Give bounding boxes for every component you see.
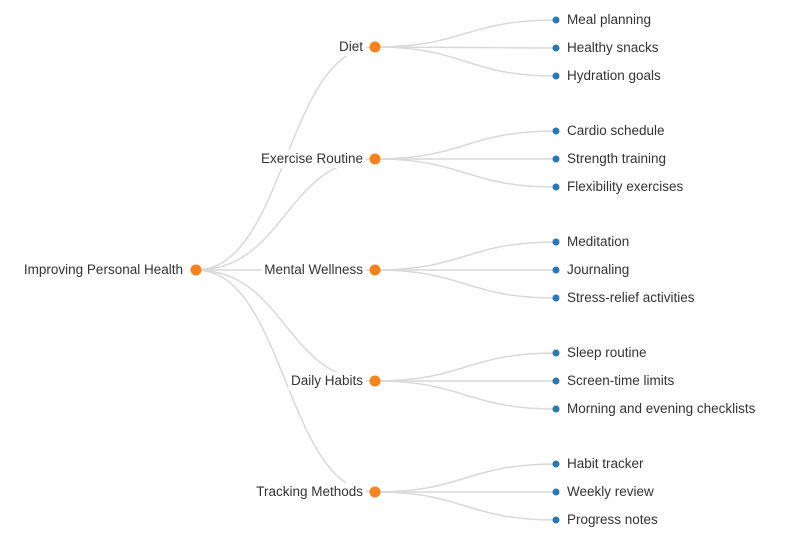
- link-exercise-routine-to-cardio-schedule: [374, 130, 557, 160]
- leaf-node-dot-progress-notes[interactable]: [552, 516, 560, 524]
- branch-label-exercise-routine[interactable]: Exercise Routine: [257, 150, 366, 168]
- leaf-label-morning-and-evening-checklists[interactable]: Morning and evening checklists: [564, 400, 759, 418]
- leaf-node-dot-flexibility-exercises[interactable]: [552, 183, 560, 191]
- link-mental-wellness-to-meditation: [374, 241, 557, 271]
- link-diet-to-healthy-snacks: [374, 46, 557, 49]
- branch-node-dot-exercise-routine[interactable]: [369, 153, 381, 165]
- leaf-label-flexibility-exercises[interactable]: Flexibility exercises: [564, 178, 687, 196]
- branch-label-diet[interactable]: Diet: [335, 38, 366, 56]
- link-tracking-methods-to-progress-notes: [374, 491, 557, 521]
- branch-node-dot-daily-habits[interactable]: [369, 375, 381, 387]
- leaf-label-sleep-routine[interactable]: Sleep routine: [564, 344, 650, 362]
- link-tracking-methods-to-habit-tracker: [374, 463, 557, 493]
- leaf-label-weekly-review[interactable]: Weekly review: [564, 483, 657, 501]
- link-exercise-routine-to-flexibility-exercises: [374, 158, 557, 188]
- link-diet-to-meal-planning: [374, 19, 557, 48]
- branch-label-tracking-methods[interactable]: Tracking Methods: [253, 483, 366, 501]
- link-mental-wellness-to-stress-relief-activities: [374, 269, 557, 299]
- leaf-label-cardio-schedule[interactable]: Cardio schedule: [564, 122, 668, 140]
- leaf-node-dot-cardio-schedule[interactable]: [552, 127, 560, 135]
- link-daily-habits-to-morning-and-evening-checklists: [374, 380, 557, 410]
- branch-label-mental-wellness[interactable]: Mental Wellness: [261, 261, 366, 279]
- leaf-label-meal-planning[interactable]: Meal planning: [564, 11, 655, 29]
- link-diet-to-hydration-goals: [374, 46, 557, 77]
- leaf-node-dot-strength-training[interactable]: [552, 155, 560, 163]
- link-root-to-daily-habits: [195, 269, 376, 382]
- leaf-node-dot-weekly-review[interactable]: [552, 488, 560, 496]
- link-root-to-exercise-routine: [195, 158, 376, 271]
- root-label-improving-personal-health[interactable]: Improving Personal Health: [20, 261, 186, 279]
- leaf-node-dot-meditation[interactable]: [552, 238, 560, 246]
- link-daily-habits-to-sleep-routine: [374, 352, 557, 382]
- leaf-node-dot-morning-and-evening-checklists[interactable]: [552, 405, 560, 413]
- leaf-label-journaling[interactable]: Journaling: [564, 261, 633, 279]
- leaf-label-healthy-snacks[interactable]: Healthy snacks: [564, 39, 662, 57]
- branch-label-daily-habits[interactable]: Daily Habits: [287, 372, 366, 390]
- leaf-label-stress-relief-activities[interactable]: Stress-relief activities: [564, 289, 698, 307]
- leaf-node-dot-screen-time-limits[interactable]: [552, 377, 560, 385]
- leaf-node-dot-meal-planning[interactable]: [552, 16, 560, 24]
- leaf-label-meditation[interactable]: Meditation: [564, 233, 633, 251]
- leaf-node-dot-stress-relief-activities[interactable]: [552, 294, 560, 302]
- leaf-node-dot-hydration-goals[interactable]: [552, 72, 560, 80]
- branch-node-dot-mental-wellness[interactable]: [369, 264, 381, 276]
- branch-node-dot-diet[interactable]: [369, 41, 381, 53]
- link-root-to-tracking-methods: [195, 269, 376, 493]
- leaf-label-screen-time-limits[interactable]: Screen-time limits: [564, 372, 678, 390]
- leaf-label-progress-notes[interactable]: Progress notes: [564, 511, 661, 529]
- root-node-dot-improving-personal-health[interactable]: [190, 264, 202, 276]
- branch-node-dot-tracking-methods[interactable]: [369, 486, 381, 498]
- leaf-node-dot-sleep-routine[interactable]: [552, 349, 560, 357]
- leaf-node-dot-journaling[interactable]: [552, 266, 560, 274]
- leaf-node-dot-healthy-snacks[interactable]: [552, 44, 560, 52]
- leaf-label-hydration-goals[interactable]: Hydration goals: [564, 67, 664, 85]
- leaf-node-dot-habit-tracker[interactable]: [552, 460, 560, 468]
- leaf-label-habit-tracker[interactable]: Habit tracker: [564, 455, 647, 473]
- leaf-label-strength-training[interactable]: Strength training: [564, 150, 670, 168]
